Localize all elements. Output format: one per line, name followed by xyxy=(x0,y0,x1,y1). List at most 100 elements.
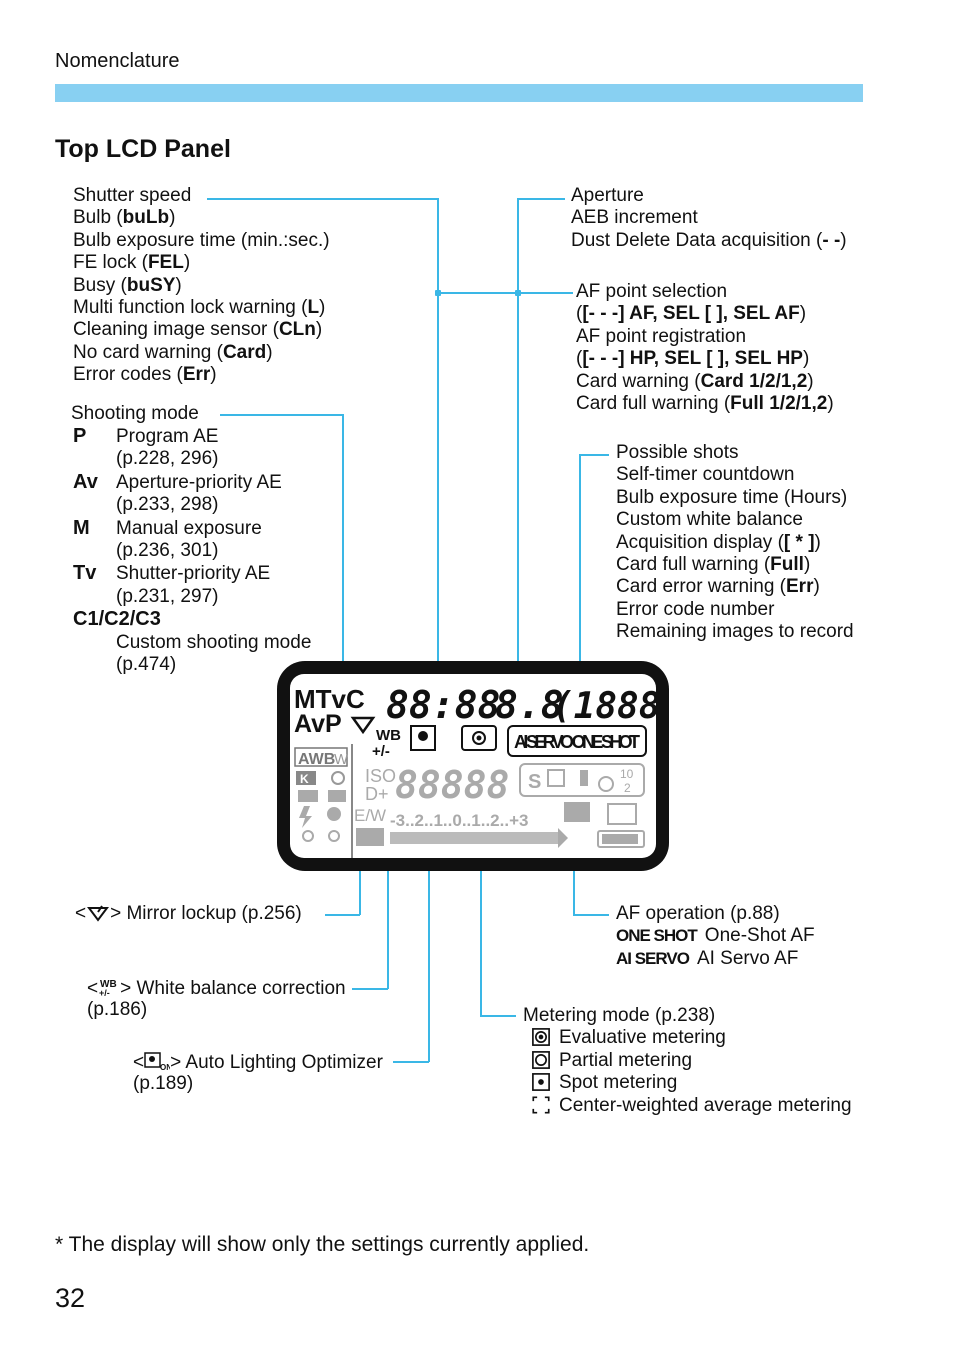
shutter-info-line: Bulb (buLb) xyxy=(73,207,176,229)
lcd-dplus: D+ xyxy=(365,784,389,804)
connector-aperture xyxy=(517,198,565,200)
possible-shots-info-line: Possible shots xyxy=(616,442,739,463)
connector-shots xyxy=(579,454,609,456)
connector-wb xyxy=(352,988,388,990)
shutter-info-line: Busy (buSY) xyxy=(73,274,182,296)
lcd-aperture-digits: 8.8 xyxy=(495,683,564,727)
af-point-info-line: AF point selection xyxy=(576,281,728,302)
wb-correction-label: <WB+/-> White balance correction xyxy=(87,978,346,999)
connector-shots-v xyxy=(579,454,581,686)
possible-shots-info-line: Bulb exposure time (Hours) xyxy=(616,486,848,508)
partial-metering-icon xyxy=(532,1050,550,1069)
connector-mode-v xyxy=(342,414,344,686)
af-mode-symbol: AI SERVO xyxy=(616,948,690,968)
lcd-w: W xyxy=(334,751,349,768)
mirror-lockup-label: <> Mirror lockup (p.256) xyxy=(75,903,302,925)
connector-metering xyxy=(480,1015,516,1017)
lcd-wb-pm: +/- xyxy=(372,743,390,760)
shooting-mode-heading: Shooting mode xyxy=(71,403,199,424)
lcd-timer-2: 2 xyxy=(624,781,631,795)
lcd-scale: -3..2..1..0..1..2..+3 xyxy=(390,811,528,830)
metering-block: Metering mode (p.238) Evaluative meterin… xyxy=(523,1005,852,1117)
mirror-lockup-icon xyxy=(87,905,110,922)
lcd-drive-s: S xyxy=(528,771,541,793)
af-point-info-line: Card full warning (Full 1/2/1,2) xyxy=(576,393,834,415)
mode-name: Custom shooting mode xyxy=(116,631,312,653)
shooting-mode-item: Av Aperture-priority AE(p.233, 298) xyxy=(73,471,311,517)
mode-symbol: Av xyxy=(73,470,98,493)
possible-shots-info-line: Acquisition display ([ * ]) xyxy=(616,531,821,553)
evaluative-metering-icon xyxy=(532,1028,550,1047)
mode-symbol: M xyxy=(73,516,90,539)
page-title: Top LCD Panel xyxy=(55,135,231,163)
alo-icon xyxy=(410,725,436,751)
mode-name: Manual exposure xyxy=(116,517,262,539)
shutter-info-line: Bulb exposure time (min.:sec.) xyxy=(73,229,330,251)
shooting-mode-item: M Manual exposure(p.236, 301) xyxy=(73,517,311,563)
possible-shots-info-line: Card error warning (Err) xyxy=(616,576,820,598)
af-point-info-line: ([- - -] HP, SEL [ ], SEL HP) xyxy=(576,348,810,370)
wb-correction-text: > White balance correction xyxy=(120,978,346,999)
connector-shutter xyxy=(207,198,439,200)
af-point-info-line: Card warning (Card 1/2/1,2) xyxy=(576,370,814,392)
af-point-info-line: ([- - -] AF, SEL [ ], SEL AF) xyxy=(576,303,807,325)
lcd-af-text: AI SERVO ONE SHOT xyxy=(514,732,640,752)
mode-page: (p.233, 298) xyxy=(116,494,219,516)
af-point-list: AF point selection([- - -] AF, SEL [ ], … xyxy=(576,281,834,415)
af-mode-symbol: ONE SHOT xyxy=(616,926,698,946)
mode-page: (p.474) xyxy=(116,654,177,676)
lcd-k: K xyxy=(300,772,309,786)
shutter-info-line: No card warning (Card) xyxy=(73,341,273,363)
shutter-info-line: FE lock (FEL) xyxy=(73,252,191,274)
aperture-info-line: AEB increment xyxy=(571,207,698,229)
possible-shots-info-line: Error code number xyxy=(616,598,775,620)
lcd-graphic: MTvC AvP 88:88 8.8 (1888) WB +/- AI SERV… xyxy=(294,683,656,858)
alo-text: > Auto Lighting Optimizer xyxy=(170,1052,383,1073)
connector-dot xyxy=(435,290,441,296)
spot-metering-icon xyxy=(532,1073,550,1092)
metering-icon xyxy=(461,725,497,751)
mirror-lockup-pre: < xyxy=(75,903,87,924)
alo-person xyxy=(418,731,428,741)
alo-label: <ON> Auto Lighting Optimizer xyxy=(133,1052,383,1073)
svg-text:ON: ON xyxy=(160,1063,170,1071)
af-point-info-line: AF point registration xyxy=(576,325,747,347)
af-operation-box xyxy=(507,725,647,757)
svg-text:+/-: +/- xyxy=(99,988,110,997)
shutter-info-line: Cleaning image sensor (CLn) xyxy=(73,319,323,341)
shutter-info-line: Multi function lock warning (L) xyxy=(73,297,326,319)
lcd-modes-top: MTvC xyxy=(294,684,365,714)
shutter-info-line: Shutter speed xyxy=(73,185,192,206)
lcd-awb: AWB xyxy=(298,751,335,768)
connector-shutter-v xyxy=(437,198,439,686)
af-operation-heading: AF operation (p.88) xyxy=(616,903,780,924)
mode-name: Aperture-priority AE xyxy=(116,471,282,493)
aperture-info-line: Dust Delete Data acquisition (- -) xyxy=(571,229,847,251)
alo-page: (p.189) xyxy=(133,1073,194,1094)
possible-shots-info-line: Remaining images to record xyxy=(616,621,854,643)
mode-symbol: C1/C2/C3 xyxy=(73,608,161,631)
connector-mode xyxy=(220,414,343,416)
mode-name: Shutter-priority AE xyxy=(116,563,271,585)
metering-item: Spot metering xyxy=(531,1072,852,1094)
mirror-lockup-icon xyxy=(350,716,376,735)
connector-alo xyxy=(393,1061,429,1063)
mode-page: (p.228, 296) xyxy=(116,448,219,470)
page-number: 32 xyxy=(55,1283,86,1313)
mode-page: (p.236, 301) xyxy=(116,540,219,562)
aperture-info-line: Aperture xyxy=(571,185,644,206)
center-weighted-metering-icon xyxy=(532,1096,550,1114)
lcd-screen: MTvC AvP 88:88 8.8 (1888) WB +/- AI SERV… xyxy=(290,674,656,858)
shutter-info-line: Error codes (Err) xyxy=(73,364,217,386)
svg-text:WB: WB xyxy=(100,979,117,990)
possible-shots-info-line: Custom white balance xyxy=(616,509,803,531)
wb-correction-page: (p.186) xyxy=(87,999,148,1020)
connector-metering-v xyxy=(480,754,482,1016)
